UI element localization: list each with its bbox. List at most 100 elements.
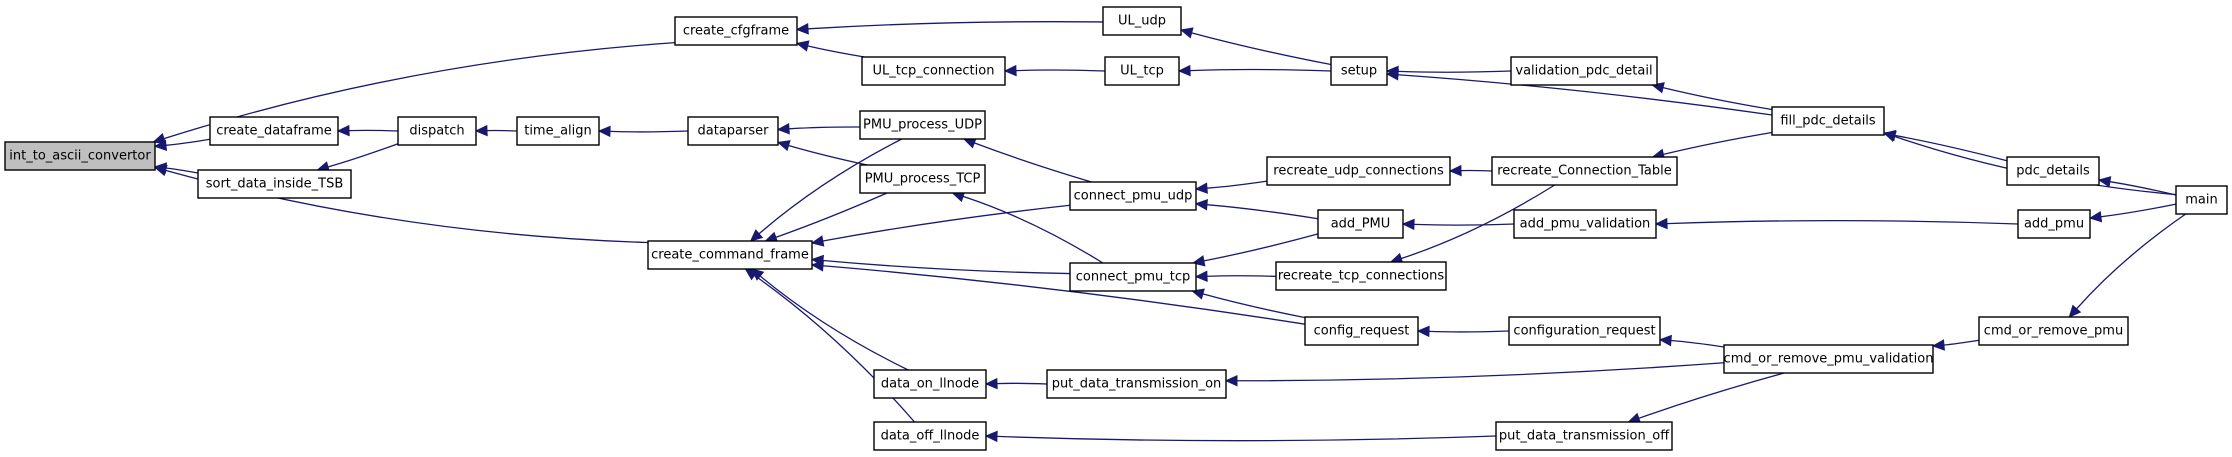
node-data_off_llnode[interactable]: data_off_llnode <box>873 421 987 451</box>
edge-data_off_llnode-to-create_command_frame <box>754 274 916 423</box>
node-box-UL_udp[interactable] <box>1102 6 1182 36</box>
node-box-main[interactable] <box>2175 185 2228 215</box>
edge-PMU_process_UDP-to-create_command_frame <box>758 138 903 235</box>
node-box-configuration_request[interactable] <box>1508 316 1661 346</box>
node-box-add_pmu[interactable] <box>2017 209 2091 239</box>
node-box-recreate_Connection_Table[interactable] <box>1491 156 1678 186</box>
edge-main-to-pdc_details <box>2109 181 2177 196</box>
node-add_pmu[interactable]: add_pmu <box>2017 209 2091 239</box>
node-configuration_request[interactable]: configuration_request <box>1508 316 1661 346</box>
node-dataparser[interactable]: dataparser <box>687 116 779 146</box>
node-recreate_udp_connections[interactable]: recreate_udp_connections <box>1266 156 1451 186</box>
node-recreate_Connection_Table[interactable]: recreate_Connection_Table <box>1491 156 1678 186</box>
node-UL_tcp[interactable]: UL_tcp <box>1104 56 1180 86</box>
node-data_on_llnode[interactable]: data_on_llnode <box>873 369 987 399</box>
node-box-sort_data_inside_TSB[interactable] <box>197 169 352 199</box>
arrowhead-int_to_ascii_convertor <box>153 139 167 152</box>
node-fill_pdc_details[interactable]: fill_pdc_details <box>1771 106 1885 136</box>
node-box-PMU_process_UDP[interactable] <box>859 110 986 140</box>
edge-fill_pdc_details-to-validation_pdc_detail <box>1662 86 1773 111</box>
node-box-create_dataframe[interactable] <box>209 116 339 146</box>
node-label-PMU_process_UDP: PMU_process_UDP <box>863 118 982 133</box>
node-box-create_cfgframe[interactable] <box>674 16 798 46</box>
node-config_request[interactable]: config_request <box>1304 316 1419 346</box>
node-add_pmu_validation[interactable]: add_pmu_validation <box>1513 209 1657 239</box>
edge-main-to-add_pmu <box>2100 203 2177 218</box>
node-box-dispatch[interactable] <box>397 116 477 146</box>
edge-cmd_or_remove_pmu-to-cmd_or_remove_pmu_validation <box>1943 339 1980 346</box>
arrowhead-put_data_transmission_on <box>1224 374 1238 387</box>
node-validation_pdc_detail[interactable]: validation_pdc_detail <box>1510 56 1658 86</box>
node-main[interactable]: main <box>2175 185 2228 215</box>
node-label-int_to_ascii_convertor: int_to_ascii_convertor <box>9 149 151 164</box>
arrowhead-dataparser <box>776 140 791 152</box>
node-box-PMU_process_TCP[interactable] <box>859 164 986 194</box>
node-label-PMU_process_TCP: PMU_process_TCP <box>865 172 981 187</box>
node-label-add_pmu: add_pmu <box>2024 217 2084 232</box>
node-label-UL_tcp: UL_tcp <box>1120 64 1164 79</box>
node-put_data_transmission_off[interactable]: put_data_transmission_off <box>1495 421 1673 451</box>
node-box-UL_tcp_connection[interactable] <box>861 56 1006 86</box>
node-box-put_data_transmission_on[interactable] <box>1046 369 1227 399</box>
node-PMU_process_TCP[interactable]: PMU_process_TCP <box>859 164 986 194</box>
node-box-setup[interactable] <box>1330 56 1388 86</box>
node-PMU_process_UDP[interactable]: PMU_process_UDP <box>859 110 986 140</box>
node-box-fill_pdc_details[interactable] <box>1771 106 1885 136</box>
edge-data_on_llnode-to-create_command_frame <box>759 275 909 371</box>
node-setup[interactable]: setup <box>1330 56 1388 86</box>
node-box-UL_tcp[interactable] <box>1104 56 1180 86</box>
node-box-put_data_transmission_off[interactable] <box>1495 421 1673 451</box>
node-sort_data_inside_TSB[interactable]: sort_data_inside_TSB <box>197 169 352 199</box>
node-box-config_request[interactable] <box>1304 316 1419 346</box>
node-box-cmd_or_remove_pmu[interactable] <box>1978 316 2129 346</box>
arrowhead-dataparser <box>776 123 790 135</box>
node-box-dataparser[interactable] <box>687 116 779 146</box>
node-box-add_PMU[interactable] <box>1317 209 1404 239</box>
arrowhead-create_command_frame <box>810 235 825 247</box>
arrowhead-cmd_or_remove_pmu_validation <box>1931 339 1945 351</box>
node-label-recreate_Connection_Table: recreate_Connection_Table <box>1497 164 1672 179</box>
node-box-connect_pmu_udp[interactable] <box>1069 181 1197 211</box>
node-UL_udp[interactable]: UL_udp <box>1102 6 1182 36</box>
node-box-data_off_llnode[interactable] <box>873 421 987 451</box>
node-create_dataframe[interactable]: create_dataframe <box>209 116 339 146</box>
node-label-put_data_transmission_off: put_data_transmission_off <box>1499 429 1670 444</box>
node-connect_pmu_udp[interactable]: connect_pmu_udp <box>1069 181 1197 211</box>
node-box-validation_pdc_detail[interactable] <box>1510 56 1658 86</box>
node-connect_pmu_tcp[interactable]: connect_pmu_tcp <box>1069 262 1197 292</box>
edge-dispatch-to-create_dataframe <box>348 129 399 132</box>
node-int_to_ascii_convertor[interactable]: int_to_ascii_convertor <box>4 141 156 171</box>
node-box-connect_pmu_tcp[interactable] <box>1069 262 1197 292</box>
node-box-add_pmu_validation[interactable] <box>1513 209 1657 239</box>
node-pdc_details[interactable]: pdc_details <box>2006 156 2100 186</box>
node-box-cmd_or_remove_pmu_validation[interactable] <box>1723 344 1934 374</box>
node-box-pdc_details[interactable] <box>2006 156 2100 186</box>
arrowhead-create_command_frame <box>749 229 764 242</box>
node-recreate_tcp_connections[interactable]: recreate_tcp_connections <box>1275 261 1447 291</box>
node-UL_tcp_connection[interactable]: UL_tcp_connection <box>861 56 1006 86</box>
node-box-data_on_llnode[interactable] <box>873 369 987 399</box>
node-time_align[interactable]: time_align <box>516 116 600 146</box>
node-cmd_or_remove_pmu_validation[interactable]: cmd_or_remove_pmu_validation <box>1723 344 1934 374</box>
node-create_command_frame[interactable]: create_command_frame <box>647 240 813 270</box>
edge-recreate_tcp_connections-to-connect_pmu_tcp <box>1206 275 1277 278</box>
node-add_PMU[interactable]: add_PMU <box>1317 209 1404 239</box>
edge-recreate_Connection_Table-to-recreate_udp_connections <box>1460 169 1493 172</box>
arrowhead-connect_pmu_udp <box>1194 198 1208 211</box>
node-box-time_align[interactable] <box>516 116 600 146</box>
node-cmd_or_remove_pmu[interactable]: cmd_or_remove_pmu <box>1978 316 2129 346</box>
node-box-recreate_tcp_connections[interactable] <box>1275 261 1447 291</box>
node-box-int_to_ascii_convertor[interactable] <box>4 141 156 171</box>
node-put_data_transmission_on[interactable]: put_data_transmission_on <box>1046 369 1227 399</box>
edge-config_request-to-connect_pmu_tcp <box>1202 293 1306 319</box>
arrowhead-data_off_llnode <box>984 430 998 443</box>
edge-connect_pmu_udp-to-create_command_frame <box>822 204 1071 242</box>
node-dispatch[interactable]: dispatch <box>397 116 477 146</box>
arrowhead-create_cfgframe <box>795 23 809 35</box>
node-create_cfgframe[interactable]: create_cfgframe <box>674 16 798 46</box>
node-box-recreate_udp_connections[interactable] <box>1266 156 1451 186</box>
node-label-cmd_or_remove_pmu_validation: cmd_or_remove_pmu_validation <box>1724 352 1934 367</box>
node-box-create_command_frame[interactable] <box>647 240 813 270</box>
arrowhead-recreate_udp_connections <box>1448 164 1462 177</box>
node-label-add_pmu_validation: add_pmu_validation <box>1520 217 1651 232</box>
